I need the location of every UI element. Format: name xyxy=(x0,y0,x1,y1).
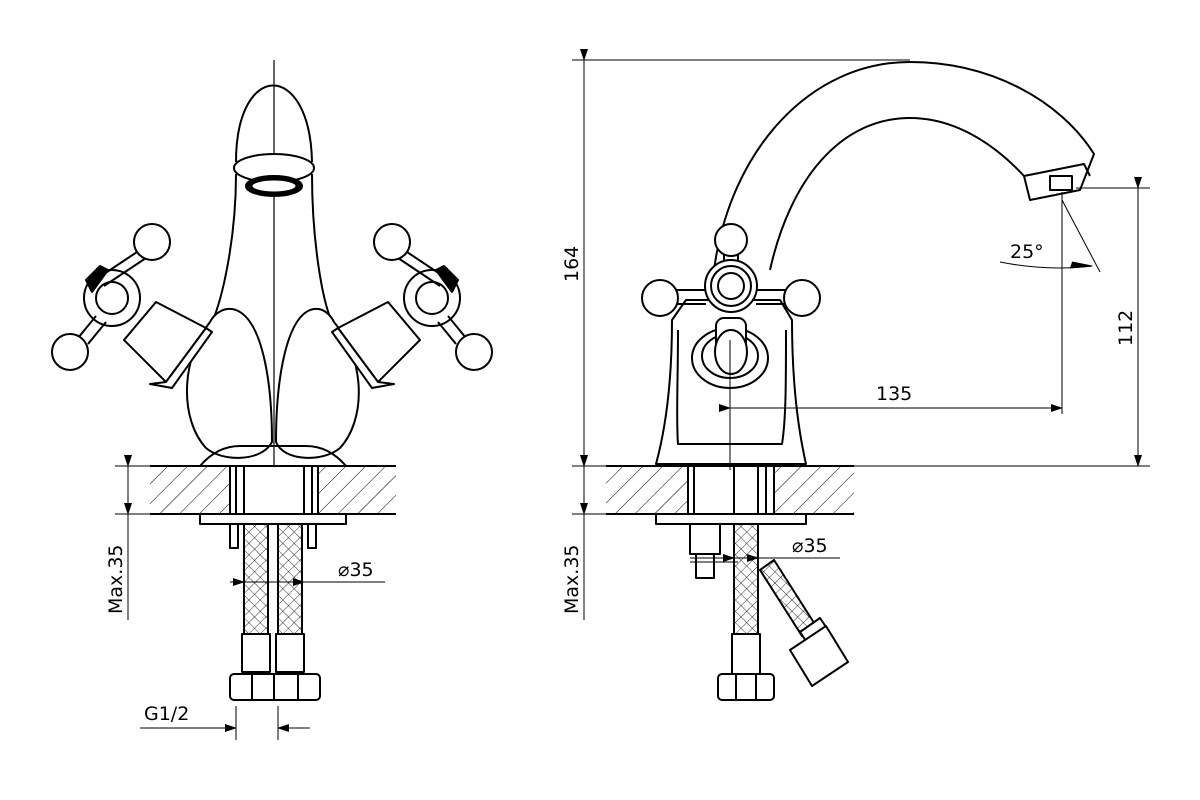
side-outlet-height-label: 112 xyxy=(1115,310,1137,346)
side-hole-diameter-label: ⌀35 xyxy=(792,535,828,557)
front-countertop xyxy=(150,465,396,515)
side-mounting xyxy=(655,465,849,701)
front-left-valve xyxy=(83,265,213,389)
side-dimension-labels: 164 112 135 25° Max.35 ⌀35 xyxy=(561,241,1137,614)
side-reach-label: 135 xyxy=(876,383,912,405)
front-dimensions xyxy=(115,455,385,740)
side-height-label: 164 xyxy=(561,246,583,282)
side-countertop xyxy=(606,465,854,515)
side-view xyxy=(572,49,1150,701)
front-right-valve xyxy=(331,265,461,389)
side-max-depth-label: Max.35 xyxy=(561,545,583,615)
side-body xyxy=(655,299,807,465)
side-cross-handle xyxy=(641,223,821,317)
side-dimensions xyxy=(572,49,1150,620)
front-thread-label: G1/2 xyxy=(144,703,189,725)
front-dimension-labels: Max.35 ⌀35 G1/2 xyxy=(105,545,374,726)
front-max-depth-label: Max.35 xyxy=(105,545,127,615)
front-left-cross-handle xyxy=(51,223,171,371)
front-spout-body xyxy=(186,60,360,467)
side-spout xyxy=(713,61,1095,271)
front-view xyxy=(51,60,493,740)
front-right-cross-handle xyxy=(373,223,493,371)
front-hole-diameter-label: ⌀35 xyxy=(338,559,374,581)
side-angle-label: 25° xyxy=(1010,241,1044,263)
